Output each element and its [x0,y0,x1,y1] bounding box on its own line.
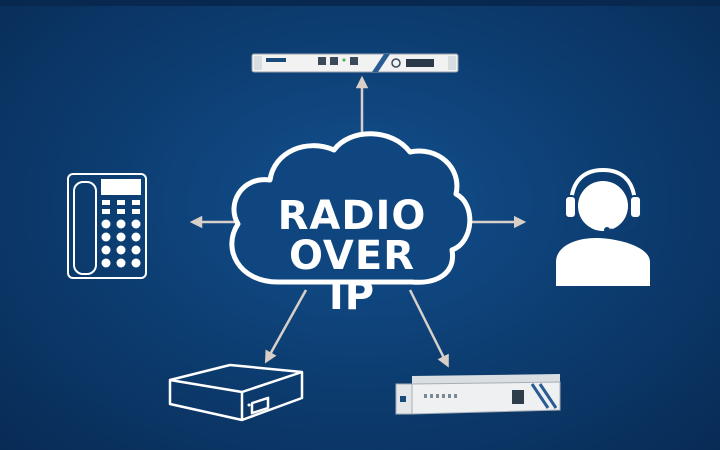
arrow-to-desktop-gateway [264,289,308,364]
arrow-to-rack-unit [408,289,449,368]
headset-operator-icon [556,167,650,286]
cloud-label-over-ip: OVER IP [288,233,415,319]
cloud-label-radio: RADIO [277,193,427,239]
rack-unit-icon [395,374,561,415]
desk-phone-icon [67,173,147,279]
top-band [0,0,720,6]
cloud-outline [229,131,473,285]
desktop-gateway-icon [168,363,304,422]
rack-gateway-icon [251,53,459,73]
